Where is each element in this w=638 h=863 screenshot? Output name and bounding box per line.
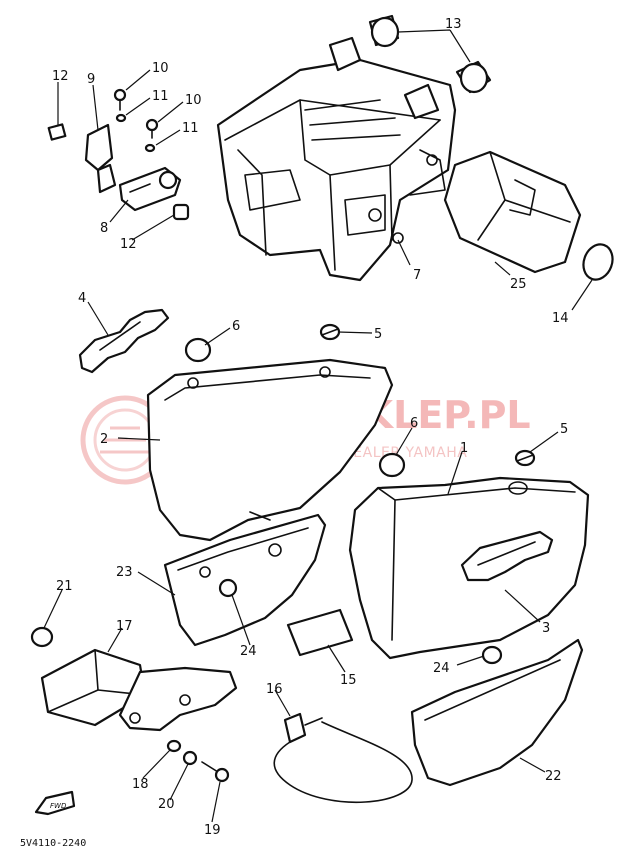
callout-24: 24: [240, 644, 257, 659]
relay-box-17: [40, 648, 238, 732]
callout-2: 2: [100, 432, 108, 447]
holder-9: [84, 123, 117, 194]
rubber-grommet-13: [368, 14, 492, 94]
battery-25: [443, 150, 582, 274]
emblem-3: [460, 530, 554, 582]
o-ring-14: [582, 243, 614, 281]
callout-5: 5: [374, 327, 382, 342]
grommet-6-right: [378, 452, 406, 478]
callout-25: 25: [510, 277, 527, 292]
callout-17: 17: [116, 619, 133, 634]
grommet-6-left: [184, 337, 212, 363]
callout-15: 15: [340, 673, 357, 688]
bracket-8: [118, 166, 182, 212]
callout-10: 10: [152, 61, 169, 76]
emblem-4: [78, 308, 170, 374]
callout-6: 6: [232, 319, 240, 334]
callout-3: 3: [542, 621, 550, 636]
callout-19: 19: [204, 823, 221, 838]
callout-23: 23: [116, 565, 133, 580]
callout-21: 21: [56, 579, 73, 594]
callout-16: 16: [266, 682, 283, 697]
fwd-arrow-icon: FWD: [34, 790, 76, 816]
washer-20: [182, 750, 198, 766]
grommet-24-right: [481, 645, 503, 665]
callout-12: 12: [52, 69, 69, 84]
callout-labels: 13 10 12 9 11 10 11 8 12 7 25 14 4 6 5 2…: [52, 17, 569, 838]
battery-box-bracket: [216, 36, 457, 282]
washer-18: [166, 739, 182, 753]
callout-4: 4: [78, 291, 86, 306]
grommet-21: [30, 626, 54, 648]
callout-11: 11: [182, 121, 199, 136]
screw-5-right: [514, 449, 536, 467]
callout-24: 24: [433, 661, 450, 676]
callout-5: 5: [560, 422, 568, 437]
nut-12-upper: [47, 123, 67, 141]
callout-14: 14: [552, 311, 569, 326]
cover-panel-23: [163, 513, 327, 647]
callout-7: 7: [413, 268, 421, 283]
callout-9: 9: [87, 72, 95, 87]
screw-10-lower: [145, 118, 159, 139]
leader-lines: [43, 29, 593, 823]
grommet-24-left: [218, 578, 238, 598]
wire-lead-16: [273, 712, 413, 804]
washer-11-upper: [115, 113, 127, 123]
callout-13: 13: [445, 17, 462, 32]
label-plate-15: [286, 608, 354, 657]
cover-panel-22: [410, 638, 584, 787]
left-side-cover-2: [146, 358, 394, 542]
callout-1: 1: [460, 441, 468, 456]
screw-10-upper: [113, 88, 127, 111]
callout-11: 11: [152, 89, 169, 104]
callout-20: 20: [158, 797, 175, 812]
screw-5-left: [319, 323, 341, 341]
callout-12: 12: [120, 237, 137, 252]
svg-text:FWD: FWD: [50, 802, 67, 810]
diagram-code: 5V4110-2240: [20, 838, 86, 849]
nut-12-lower: [172, 203, 190, 221]
callout-18: 18: [132, 777, 149, 792]
callout-6: 6: [410, 416, 418, 431]
bolt-19: [201, 761, 230, 783]
callout-10: 10: [185, 93, 202, 108]
callout-22: 22: [545, 769, 562, 784]
callout-8: 8: [100, 221, 108, 236]
washer-11-lower: [144, 143, 156, 153]
